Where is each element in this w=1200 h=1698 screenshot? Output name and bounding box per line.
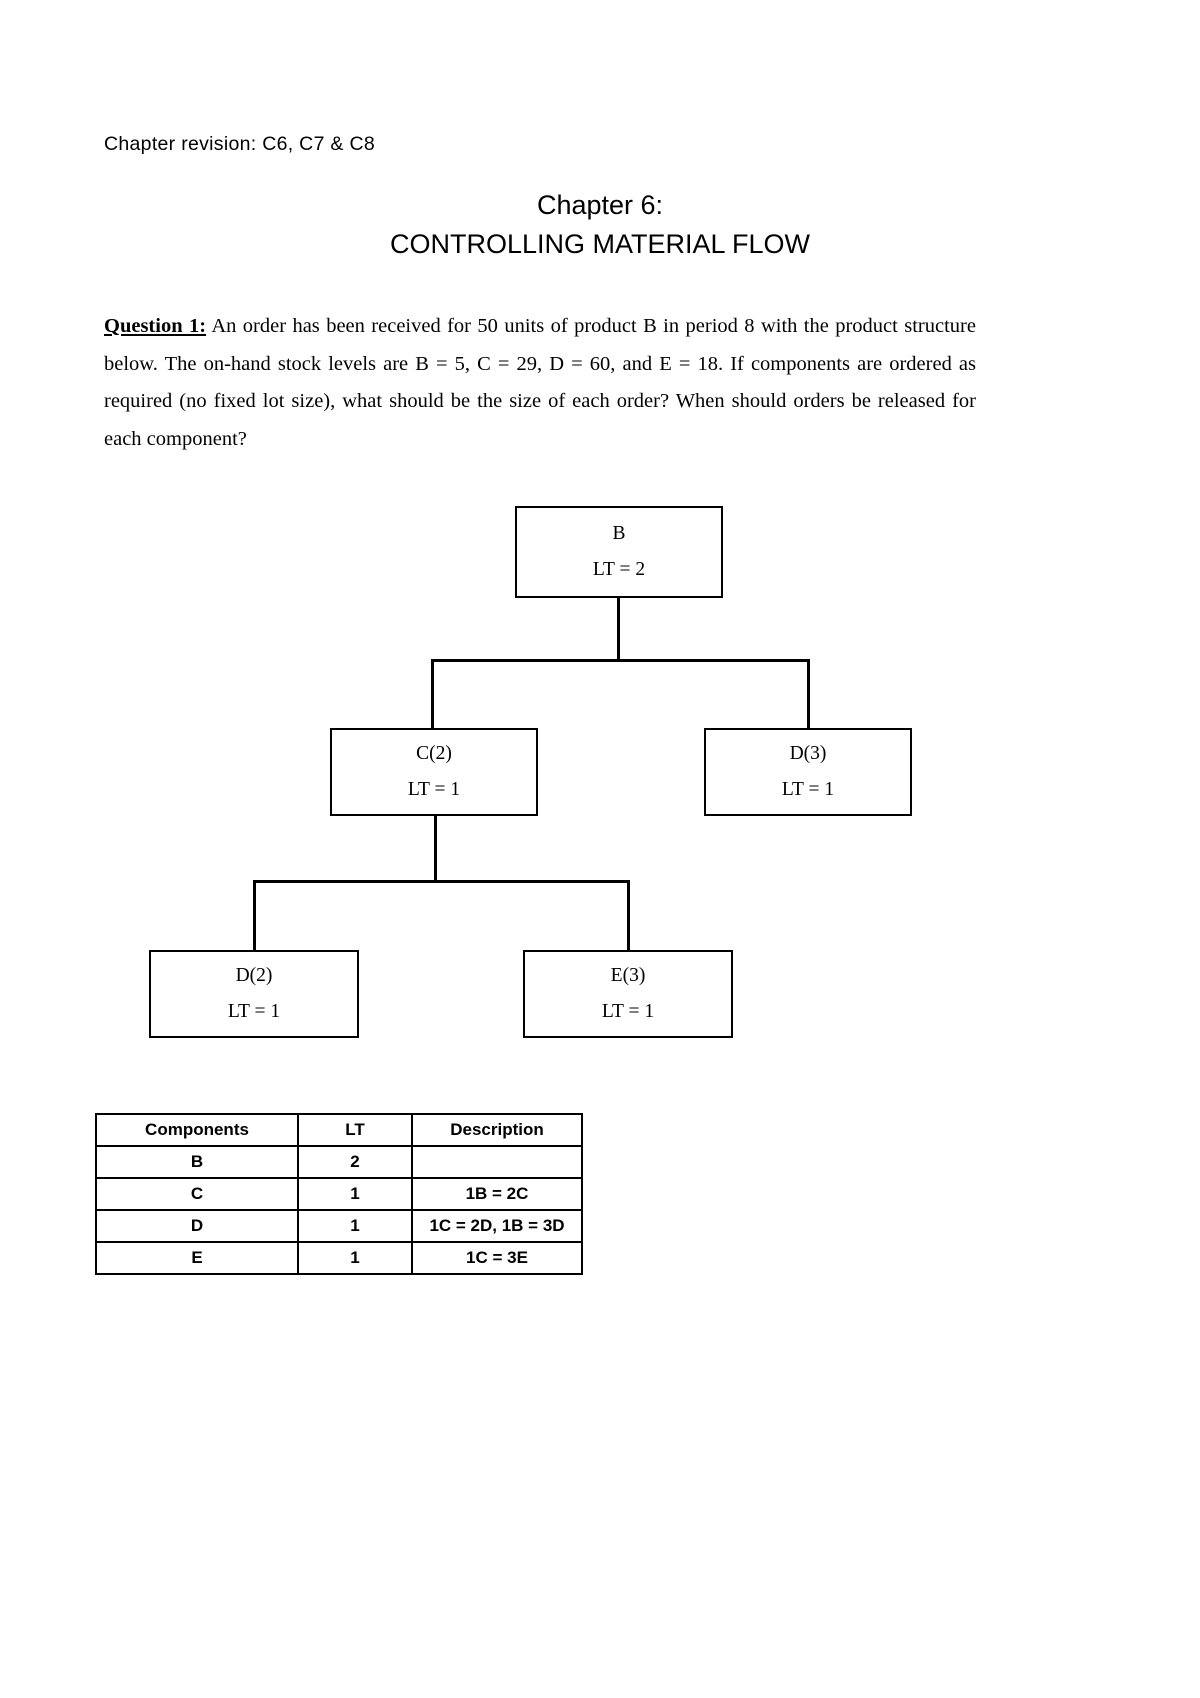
chapter-revision-line: Chapter revision: C6, C7 & C8 — [104, 133, 375, 155]
components-table: Components LT Description B 2 C 1 1B = 2… — [95, 1113, 583, 1275]
cell-description: 1C = 2D, 1B = 3D — [411, 1209, 583, 1243]
cell-component: E — [95, 1241, 299, 1275]
cell-lt: 2 — [297, 1145, 413, 1179]
table-header-description: Description — [411, 1113, 583, 1147]
connector-b-down — [617, 598, 620, 660]
bom-node-e3-name: E(3) — [610, 965, 646, 986]
connector-to-c — [431, 659, 434, 728]
connector-to-e3 — [627, 880, 630, 950]
table-row: C 1 1B = 2C — [95, 1177, 583, 1211]
cell-lt: 1 — [297, 1241, 413, 1275]
connector-bus-level2 — [253, 880, 629, 883]
table-header-row: Components LT Description — [95, 1113, 583, 1147]
connector-c-down — [434, 816, 437, 881]
connector-bus-level1 — [431, 659, 809, 662]
bom-node-d3-name: D(3) — [789, 743, 827, 764]
cell-component: B — [95, 1145, 299, 1179]
question-paragraph: Question 1: An order has been received f… — [104, 308, 976, 458]
connector-to-d3 — [807, 659, 810, 728]
table-header-components: Components — [95, 1113, 299, 1147]
question-body: An order has been received for 50 units … — [104, 315, 976, 450]
table-header-lt: LT — [297, 1113, 413, 1147]
connector-to-d2 — [253, 880, 256, 950]
bom-node-d2-leadtime: LT = 1 — [227, 1001, 281, 1022]
bom-node-d2: D(2) LT = 1 — [149, 950, 359, 1038]
cell-component: C — [95, 1177, 299, 1211]
table-row: B 2 — [95, 1145, 583, 1179]
bom-node-c-leadtime: LT = 1 — [407, 779, 461, 800]
title-line-subject: CONTROLLING MATERIAL FLOW — [389, 229, 811, 259]
bom-node-d3: D(3) LT = 1 — [704, 728, 912, 816]
bom-tree-diagram: B LT = 2 C(2) LT = 1 D(3) LT = 1 D(2) LT… — [0, 470, 1200, 1060]
cell-lt: 1 — [297, 1209, 413, 1243]
cell-description — [411, 1145, 583, 1179]
bom-node-b: B LT = 2 — [515, 506, 723, 598]
page-title: Chapter 6: CONTROLLING MATERIAL FLOW — [0, 186, 1200, 264]
bom-node-c-name: C(2) — [416, 743, 452, 764]
question-label: Question 1: — [104, 315, 207, 337]
bom-node-d2-name: D(2) — [235, 965, 273, 986]
bom-node-e3-leadtime: LT = 1 — [601, 1001, 655, 1022]
cell-lt: 1 — [297, 1177, 413, 1211]
cell-description: 1C = 3E — [411, 1241, 583, 1275]
bom-node-b-name: B — [612, 523, 626, 544]
title-line-chapter: Chapter 6: — [536, 190, 664, 220]
cell-component: D — [95, 1209, 299, 1243]
bom-node-b-leadtime: LT = 2 — [592, 559, 646, 580]
bom-node-d3-leadtime: LT = 1 — [781, 779, 835, 800]
table-row: E 1 1C = 3E — [95, 1241, 583, 1275]
table-row: D 1 1C = 2D, 1B = 3D — [95, 1209, 583, 1243]
bom-node-c: C(2) LT = 1 — [330, 728, 538, 816]
bom-node-e3: E(3) LT = 1 — [523, 950, 733, 1038]
cell-description: 1B = 2C — [411, 1177, 583, 1211]
